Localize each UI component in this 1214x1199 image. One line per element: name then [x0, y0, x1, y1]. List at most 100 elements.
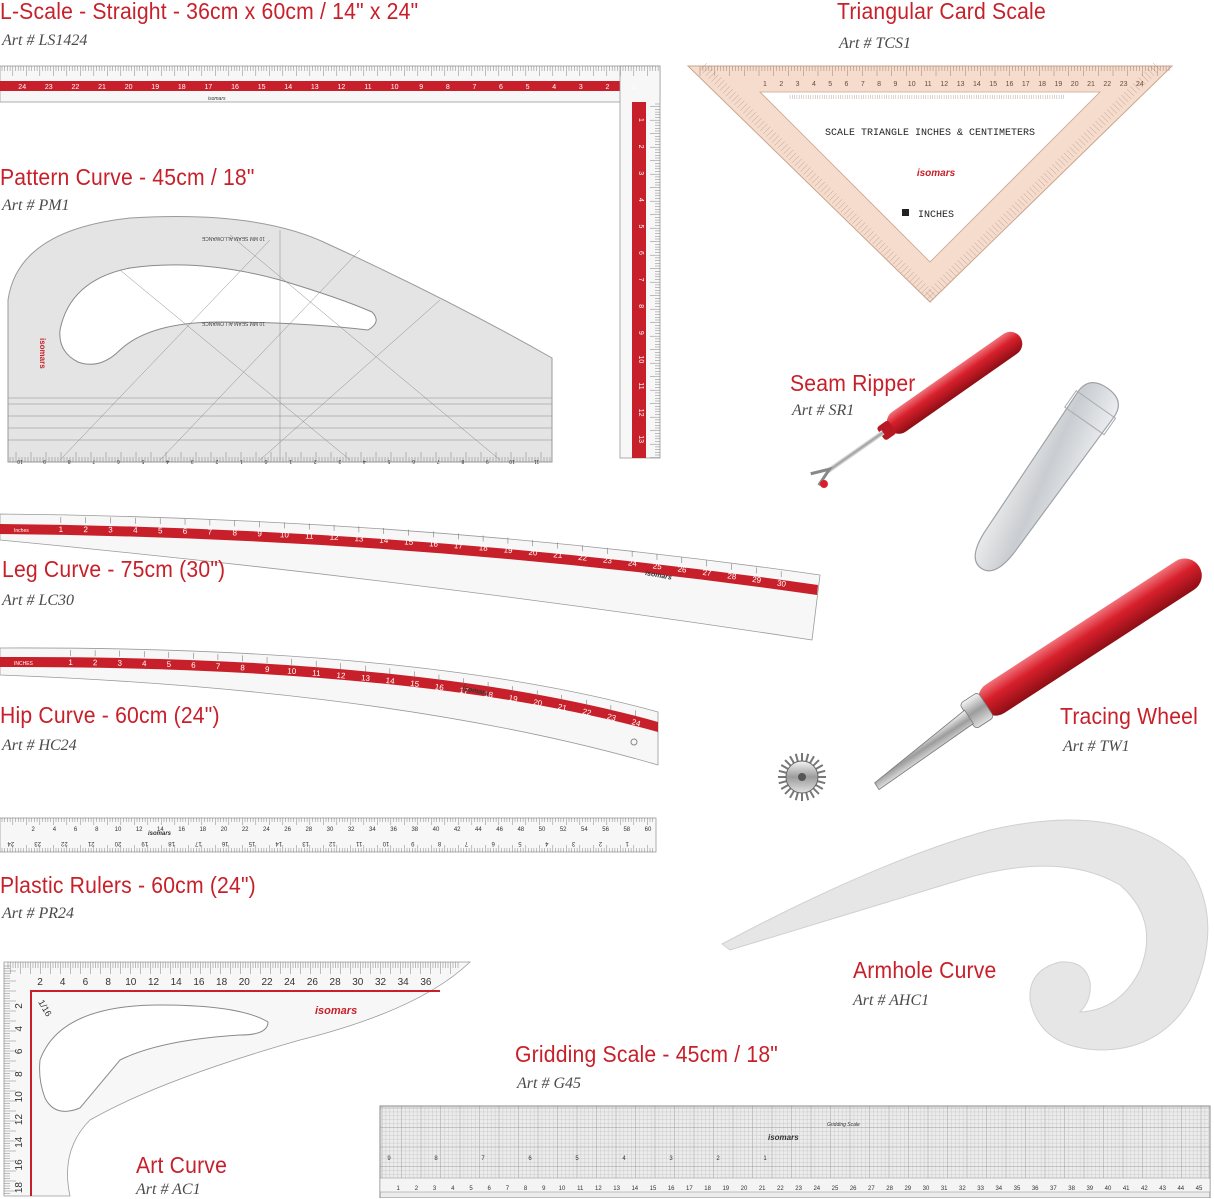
scale-number: 32: [348, 827, 355, 833]
scale-number: 18: [1038, 81, 1046, 88]
scale-number: 18: [479, 543, 489, 553]
scale-number: 4: [552, 84, 556, 91]
scale-number: 54: [581, 827, 588, 833]
tick-mark: [159, 249, 361, 461]
scale-number: 40: [1105, 1186, 1112, 1192]
scale-number: 24: [627, 558, 637, 568]
scale-number: 6: [191, 661, 196, 670]
scale-number: 36: [420, 977, 432, 988]
scale-number: 24: [813, 1186, 820, 1192]
scale-number: 9: [265, 665, 270, 674]
tick-mark: [1109, 106, 1117, 114]
art-curve-title: Art Curve: [136, 1152, 228, 1178]
triangle-brand: isomars: [917, 168, 956, 179]
pattern-seam-allowance-top: 10 MM SEAM ALLOWANCE: [201, 235, 265, 241]
scale-number: 28: [727, 571, 738, 581]
scale-number: 17: [459, 686, 470, 696]
tick-mark: [843, 207, 851, 216]
tick-mark: [748, 112, 756, 120]
scale-number: 24: [284, 977, 296, 988]
triangle-inches-label: INCHES: [918, 210, 954, 221]
leg-curve-title: Leg Curve - 75cm (30"): [2, 556, 226, 582]
scale-number: 25: [652, 561, 662, 571]
scale-number: 5: [518, 840, 522, 846]
tick-mark: [1118, 97, 1126, 105]
tick-mark: [800, 164, 808, 172]
seam-ripper-art-number: Art # SR1: [792, 402, 855, 419]
scale-number: 6: [117, 458, 120, 464]
scale-number: 2: [93, 658, 98, 667]
tick-mark: [757, 120, 765, 129]
scale-number: 14: [385, 676, 395, 686]
tick-mark: [1006, 210, 1014, 219]
scale-number: 23: [795, 1186, 802, 1192]
pattern-curve-guide-lines: [8, 230, 552, 461]
scale-number: 12: [330, 533, 340, 542]
tick-mark: [1017, 199, 1025, 207]
tick-mark: [840, 204, 848, 213]
scale-number: 8: [461, 458, 464, 464]
tick-mark: [751, 115, 759, 123]
tick-mark: [1060, 155, 1069, 163]
scale-number: 1: [68, 658, 73, 667]
scale-number: 10: [559, 1186, 566, 1192]
scale-number: 12: [595, 1186, 602, 1192]
scale-number: 13: [311, 84, 319, 91]
scale-number: 16: [221, 840, 228, 846]
tick-mark: [915, 280, 923, 288]
scale-number: 2: [32, 827, 36, 833]
scale-number: 36: [1032, 1186, 1039, 1192]
tick-mark: [1124, 91, 1132, 100]
tick-mark: [1049, 167, 1057, 175]
tick-mark: [1086, 129, 1094, 137]
scale-number: 27: [702, 568, 713, 578]
scale-number: 11: [577, 1186, 584, 1192]
scale-number: 5: [828, 81, 832, 88]
tick-mark: [974, 242, 982, 250]
scale-number: 8: [14, 1071, 25, 1077]
scale-number: 22: [60, 840, 67, 846]
scale-number: 18: [704, 1186, 711, 1192]
tick-mark: [826, 190, 834, 198]
scale-number: 5: [158, 526, 163, 535]
tick-mark: [794, 158, 802, 166]
scale-number: 4: [14, 1025, 25, 1031]
scale-number: 10: [280, 530, 290, 539]
tick-mark: [1112, 103, 1120, 111]
scale-number: 13: [613, 1186, 620, 1192]
tick-mark: [734, 97, 742, 105]
scale-number: 35: [1014, 1186, 1021, 1192]
scale-number: 14: [631, 1186, 638, 1192]
scale-number: 46: [496, 827, 503, 833]
tick-mark: [722, 86, 731, 94]
tick-mark: [1132, 83, 1140, 91]
scale-number: 14: [157, 827, 164, 833]
scale-number: 2: [215, 458, 218, 464]
tick-mark: [918, 283, 926, 291]
pattern-curve-art-number: Art # PM1: [2, 197, 70, 214]
scale-number: 9: [257, 529, 262, 538]
scale-number: 39: [1086, 1186, 1093, 1192]
scale-number: 16: [1006, 81, 1014, 88]
scale-number: 14: [171, 977, 183, 988]
tick-mark: [725, 88, 733, 97]
tick-mark: [901, 265, 909, 274]
scale-number: 10: [287, 667, 297, 677]
tick-mark: [708, 71, 716, 79]
tracing-wheel-art-number: Art # TW1: [1063, 738, 1130, 755]
scale-number: 14: [379, 536, 389, 545]
tick-mark: [849, 213, 857, 221]
scale-number: 11: [364, 84, 371, 91]
scale-number: 8: [240, 663, 245, 672]
scale-number: 1: [240, 458, 243, 464]
scale-number: 19: [722, 1186, 729, 1192]
tracing-wheel-illustration: [778, 558, 1202, 801]
scale-number: 6: [845, 81, 849, 88]
tick-mark: [789, 152, 797, 161]
scale-number: 6: [491, 840, 495, 846]
scale-number: 32: [375, 977, 387, 988]
scale-number: 22: [777, 1186, 784, 1192]
tick-mark: [823, 187, 831, 195]
